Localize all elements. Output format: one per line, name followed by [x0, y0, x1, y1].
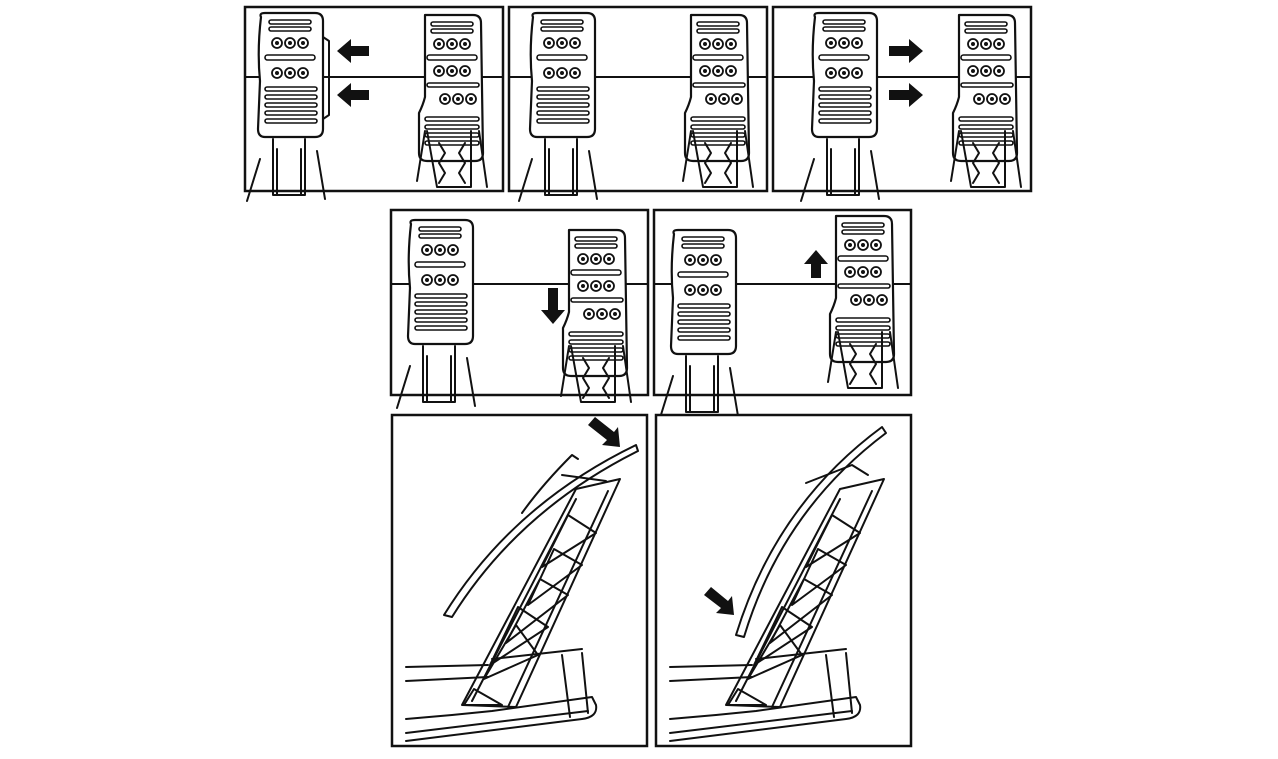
arrow-right-icon: [889, 83, 923, 107]
right-pedal: [560, 228, 632, 403]
arrow-down-right-icon: [704, 587, 734, 615]
arrow-right-icon: [889, 39, 923, 63]
panel-6-pedal-tilt-top: [390, 413, 649, 748]
right-pedal: [416, 13, 488, 188]
panel-4-pedal-lower: [389, 208, 650, 409]
arrow-down-icon: [541, 288, 565, 324]
right-pedal: [950, 13, 1022, 188]
right-pedal: [827, 214, 899, 389]
panel-7-pedal-tilt-bottom: [654, 413, 913, 748]
arrow-down-right-icon: [588, 417, 620, 447]
right-pedal: [682, 13, 754, 188]
panel-1-pedal-shift-left: [243, 5, 505, 202]
arrow-left-icon: [337, 39, 369, 63]
panel-5-pedal-raise: [652, 208, 913, 419]
arrow-left-icon: [337, 83, 369, 107]
arrow-up-icon: [804, 250, 828, 278]
panel-2-pedal-neutral: [507, 5, 769, 202]
panel-3-pedal-shift-right: [771, 5, 1033, 202]
